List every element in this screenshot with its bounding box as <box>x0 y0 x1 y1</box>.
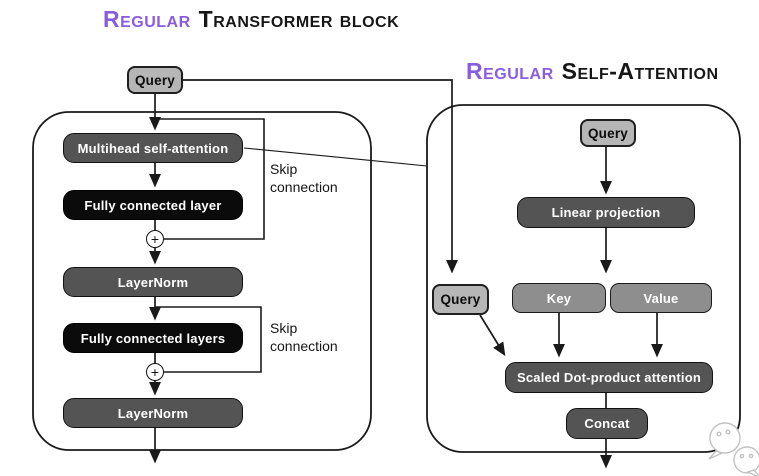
left-title: Regular Transformer block <box>103 6 399 33</box>
node-fully-connected-layer: Fully connected layer <box>63 190 243 220</box>
node-concat: Concat <box>566 408 648 439</box>
node-layernorm-1: LayerNorm <box>63 267 243 297</box>
wechat-logo-icon <box>708 422 759 476</box>
skip-connection-path-1 <box>155 118 265 240</box>
left-title-rest: Transformer block <box>198 6 400 32</box>
right-title: Regular Self-Attention <box>466 58 719 85</box>
node-query-side: Query <box>432 284 489 315</box>
node-key: Key <box>512 283 606 313</box>
plus-icon: + <box>146 230 164 248</box>
expansion-line <box>243 147 428 167</box>
skip-connection-label-2: Skip connection <box>270 320 338 354</box>
node-fully-connected-layers: Fully connected layers <box>63 323 243 353</box>
skip-connection-path-2 <box>155 306 262 373</box>
self-attention-panel <box>426 104 741 453</box>
node-multihead-self-attention: Multihead self-attention <box>63 133 243 163</box>
transformer-block-panel <box>32 111 372 451</box>
skip-connection-label-1: Skip connection <box>270 161 338 195</box>
left-title-accent: Regular <box>103 6 191 32</box>
node-linear-projection: Linear projection <box>517 197 695 228</box>
right-title-accent: Regular <box>466 58 554 84</box>
arrow-queryside-to-scaled <box>479 314 506 357</box>
plus-icon: + <box>146 363 164 381</box>
node-scaled-dot-product-attention: Scaled Dot-product attention <box>505 362 713 393</box>
node-query-input: Query <box>127 66 183 94</box>
node-value: Value <box>610 283 712 313</box>
node-query-top: Query <box>580 119 636 147</box>
right-title-rest: Self-Attention <box>561 58 719 84</box>
node-layernorm-2: LayerNorm <box>63 398 243 428</box>
right-flow-arrows <box>479 147 663 469</box>
query-routing-connector <box>183 79 458 274</box>
